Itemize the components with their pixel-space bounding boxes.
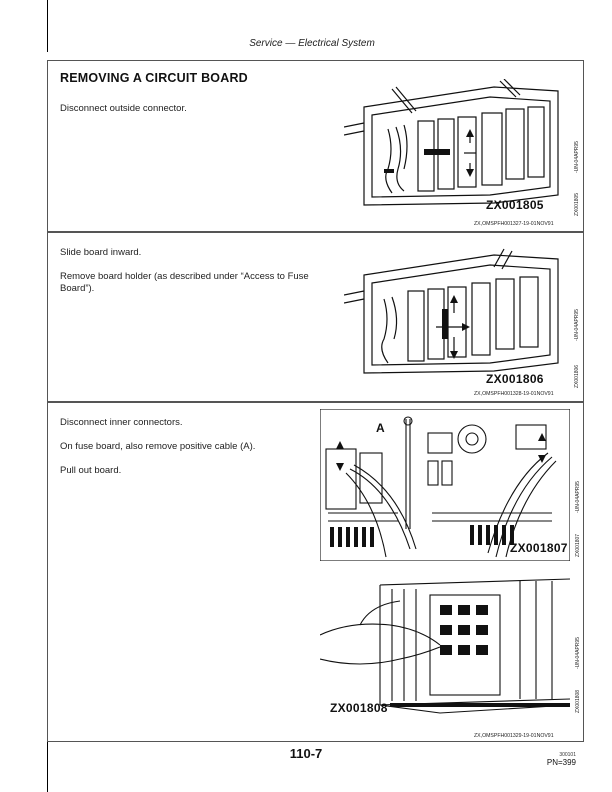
instruction-text: Disconnect inner connectors.	[60, 417, 183, 428]
figure-label: ZX001806	[486, 372, 544, 386]
instruction-text: On fuse board, also remove positive cabl…	[60, 441, 256, 452]
figure-slide-board	[344, 247, 572, 382]
figure-inner-connectors	[320, 409, 570, 561]
margin-rule	[47, 742, 48, 792]
footer-pn: PN=399	[546, 758, 576, 767]
figure-reference: ZX,OMSPFH001328-19-01NOV91	[474, 391, 554, 397]
margin-rule	[47, 0, 48, 52]
figure-side-date: -UN-04APR95	[575, 481, 581, 513]
pull-board-drawing	[320, 578, 570, 714]
instruction-text: Slide board inward.	[60, 247, 142, 258]
page-number: 110-7	[289, 746, 323, 761]
callout-label: A	[376, 421, 385, 435]
figure-side-date: -UN-04APR95	[574, 309, 580, 341]
figure-label: ZX001807	[510, 541, 568, 555]
circuit-board-drawing	[344, 79, 559, 206]
footer-code: 300101	[559, 752, 576, 758]
figure-label: ZX001805	[486, 198, 544, 212]
section-title: REMOVING A CIRCUIT BOARD	[60, 71, 248, 85]
section-inner-connectors: Disconnect inner connectors. On fuse boa…	[47, 402, 584, 742]
figure-label: ZX001808	[330, 701, 388, 715]
figure-side-date: -UN-04APR95	[574, 141, 580, 173]
instruction-text: Disconnect outside connector.	[60, 103, 187, 114]
instruction-text: Pull out board.	[60, 465, 122, 476]
board-holder-drawing	[344, 248, 559, 374]
section-slide-board: Slide board inward. Remove board holder …	[47, 232, 584, 402]
figure-side-code: ZX001805	[574, 192, 580, 216]
figure-pull-out-board	[320, 575, 570, 715]
figure-side-code: ZX001806	[574, 364, 580, 388]
figure-side-code: ZX001807	[575, 533, 581, 557]
running-header: Service — Electrical System	[249, 38, 375, 49]
instruction-text: Remove board holder (as described under …	[60, 271, 309, 294]
figure-side-code: ZX001808	[575, 689, 581, 713]
figure-outside-connector	[344, 79, 572, 214]
figure-reference: ZX,OMSPFH001327-19-01NOV91	[474, 221, 554, 227]
figure-side-date: -UN-04APR95	[575, 637, 581, 669]
section-removing-circuit-board: REMOVING A CIRCUIT BOARD Disconnect outs…	[47, 60, 584, 232]
fuse-board-drawing	[320, 409, 570, 561]
figure-reference: ZX,OMSPFH001329-19-01NOV91	[474, 733, 554, 739]
